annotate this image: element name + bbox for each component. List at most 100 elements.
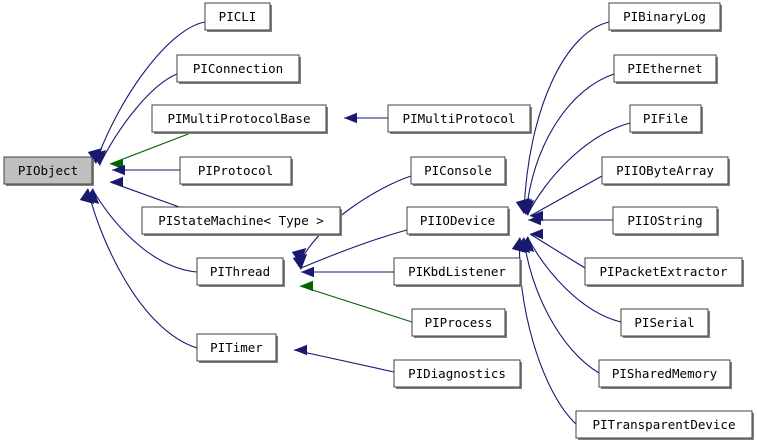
node-rect[interactable]: [411, 308, 506, 337]
node-rect[interactable]: [141, 206, 341, 235]
node-rect[interactable]: [406, 206, 509, 235]
node-piprotocol[interactable]: PIProtocol: [179, 156, 293, 186]
edge-line: [527, 237, 622, 323]
node-label: PIIODevice: [420, 213, 495, 228]
node-piserial[interactable]: PISerial: [620, 308, 710, 338]
edge-pimultiprotocol-to-pimultiprotocolbase: [344, 112, 388, 124]
edge-line: [99, 73, 178, 165]
node-label: PIIOString: [627, 213, 702, 228]
edge-line: [300, 229, 408, 269]
edge-line: [299, 175, 412, 263]
edges-layer: [79, 21, 631, 425]
node-rect[interactable]: [410, 156, 506, 185]
node-piiobytearray[interactable]: PIIOByteArray: [601, 156, 730, 186]
edge-pikbdlistener-to-pithread: [301, 266, 394, 278]
arrowhead-inheritance: [344, 112, 357, 124]
node-pibinarylog[interactable]: PIBinaryLog: [608, 2, 722, 32]
arrowhead-inheritance: [301, 266, 314, 278]
node-rect[interactable]: [575, 410, 753, 439]
arrowhead-inheritance: [291, 248, 307, 264]
node-piiostring[interactable]: PIIOString: [612, 206, 719, 236]
node-piconnection[interactable]: PIConnection: [176, 54, 301, 84]
node-rect[interactable]: [612, 206, 718, 235]
node-rect[interactable]: [3, 156, 93, 185]
node-label: PIFile: [643, 111, 688, 126]
edge-line: [525, 73, 615, 214]
node-rect[interactable]: [196, 333, 277, 362]
arrowhead-inheritance: [294, 344, 307, 356]
edge-line: [95, 21, 206, 163]
node-rect[interactable]: [176, 54, 300, 83]
node-picli[interactable]: PICLI: [204, 2, 272, 32]
node-pimultiprotocolbase[interactable]: PIMultiProtocolBase: [151, 104, 328, 134]
node-label: PITransparentDevice: [593, 417, 736, 432]
edge-line: [529, 233, 586, 269]
edge-pifile-to-piiodevice: [519, 122, 631, 216]
node-pitimer[interactable]: PITimer: [196, 333, 278, 363]
node-piiodevice[interactable]: PIIODevice: [406, 206, 510, 236]
edge-line: [92, 189, 198, 273]
node-label: PIProcess: [425, 315, 493, 330]
node-pithread[interactable]: PIThread: [196, 257, 285, 287]
edge-piiostring-to-piiodevice: [528, 214, 613, 226]
node-rect[interactable]: [620, 308, 709, 337]
node-pidiagnostics[interactable]: PIDiagnostics: [393, 359, 522, 389]
node-rect[interactable]: [387, 104, 531, 133]
node-pisharedmemory[interactable]: PISharedMemory: [598, 359, 732, 389]
edge-pidiagnostics-to-pitimer: [293, 344, 395, 373]
node-piprocess[interactable]: PIProcess: [411, 308, 507, 338]
edge-piprocess-to-pithread: [299, 280, 413, 323]
node-rect[interactable]: [608, 2, 721, 31]
node-label: PIBinaryLog: [623, 9, 706, 24]
node-pimultiprotocol[interactable]: PIMultiProtocol: [387, 104, 532, 134]
node-rect[interactable]: [196, 257, 284, 286]
node-label: PIPacketExtractor: [600, 264, 728, 279]
node-piobject[interactable]: PIObject: [3, 156, 94, 186]
edge-line: [519, 238, 577, 425]
arrowhead-inheritance: [79, 188, 95, 204]
arrowhead-inheritance: [528, 214, 541, 226]
node-label: PIStateMachine< Type >: [158, 213, 324, 228]
node-label: PIEthernet: [627, 61, 702, 76]
node-rect[interactable]: [204, 2, 271, 31]
node-label: PIKbdListener: [408, 264, 506, 279]
node-label: PITimer: [210, 340, 263, 355]
node-label: PIConsole: [424, 163, 492, 178]
edge-pipacketextractor-to-piiodevice: [529, 228, 586, 269]
node-rect[interactable]: [151, 104, 327, 133]
arrowhead-inheritance: [511, 237, 527, 253]
arrowhead-usage: [300, 280, 313, 292]
edge-pitimer-to-piobject: [79, 188, 198, 349]
nodes-layer: PIObject PICLI PIConnectionPIMultiProtocol…: [3, 2, 754, 440]
edge-picli-to-piobject: [87, 21, 206, 164]
node-rect[interactable]: [601, 156, 729, 185]
arrowhead-inheritance: [110, 176, 123, 188]
node-rect[interactable]: [613, 54, 717, 83]
node-label: PIDiagnostics: [408, 366, 506, 381]
arrowhead-inheritance: [112, 164, 125, 176]
arrowhead-usage: [110, 158, 123, 170]
edge-pistatemachine-to-piobject: [109, 176, 183, 209]
node-rect[interactable]: [584, 257, 743, 286]
node-rect[interactable]: [393, 257, 521, 286]
node-rect[interactable]: [179, 156, 292, 185]
node-rect[interactable]: [598, 359, 731, 388]
node-pistatemachine[interactable]: PIStateMachine< Type >: [141, 206, 342, 236]
edge-piconnection-to-piobject: [91, 73, 178, 166]
node-pikbdlistener[interactable]: PIKbdListener: [393, 257, 522, 287]
node-pipacketextractor[interactable]: PIPacketExtractor: [584, 257, 744, 287]
edge-piprotocol-to-piobject: [112, 164, 180, 176]
edge-piiodevice-to-pithread: [292, 229, 408, 270]
node-rect[interactable]: [393, 359, 521, 388]
edge-line: [527, 122, 631, 215]
node-pitransparentdevice[interactable]: PITransparentDevice: [575, 410, 754, 440]
edge-line: [523, 21, 610, 213]
node-piethernet[interactable]: PIEthernet: [613, 54, 718, 84]
node-label: PIThread: [210, 264, 270, 279]
node-pifile[interactable]: PIFile: [629, 104, 703, 134]
node-piconsole[interactable]: PIConsole: [410, 156, 507, 186]
node-label: PIObject: [18, 163, 78, 178]
node-rect[interactable]: [629, 104, 702, 133]
